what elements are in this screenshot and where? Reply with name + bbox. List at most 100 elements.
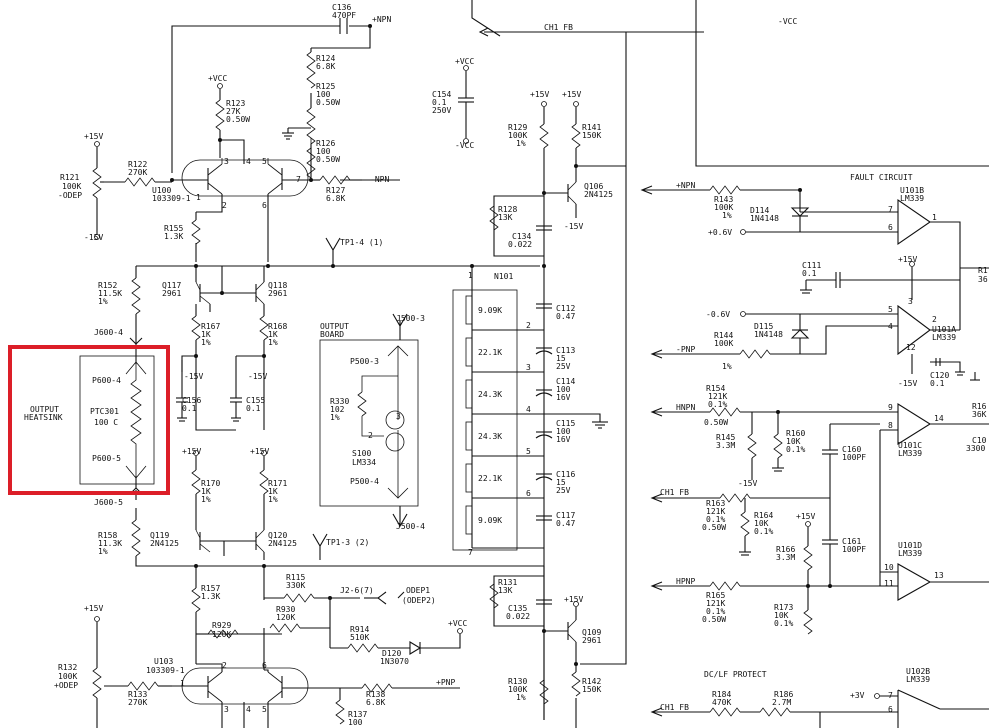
highlight-box [8, 345, 170, 495]
label-d114-val: 1N4148 [750, 214, 779, 223]
labels: C136 470PF +NPN CH1 FB -VCC R124 6.8K +V… [24, 3, 988, 727]
label-npn-mid: -NPN [370, 175, 389, 184]
label-n6: 6 [526, 489, 531, 498]
dclf-protect [650, 689, 989, 728]
label-r131: R131 [498, 578, 517, 587]
label-r930: R930 [276, 605, 295, 614]
label-r166-val: 3.3M [776, 553, 795, 562]
label-q109-val: 2961 [582, 636, 601, 645]
label-c154-vcc: +VCC [455, 57, 474, 66]
label-out-hs1: OUTPUT [30, 405, 59, 414]
label-s100-val: LM334 [352, 458, 376, 467]
label-r143-v1: 100K [714, 203, 733, 212]
label-r168-val2: 1% [268, 338, 278, 347]
label-p15-c: +15V [250, 447, 269, 456]
label-r128: R128 [498, 205, 517, 214]
label-c134: C134 [512, 232, 531, 241]
label-r158: R158 [98, 531, 117, 540]
label-c113-v1: 15 [556, 354, 566, 363]
label-q117: Q117 [162, 281, 181, 290]
label-r115-val: 330K [286, 581, 305, 590]
label-u6b: 6 [888, 705, 893, 714]
label-edge-330: 3300 [966, 444, 985, 453]
label-u9: 9 [888, 403, 893, 412]
label-u12: 12 [906, 343, 916, 352]
label-d115-val: 1N4148 [754, 330, 783, 339]
left-wiring [92, 18, 544, 728]
label-c154-nvcc: -VCC [455, 141, 474, 150]
label-r171: R171 [268, 479, 287, 488]
label-c160-val: 100PF [842, 453, 866, 462]
label-vcc-q: +VCC [208, 74, 227, 83]
label-r171-val2: 1% [268, 495, 278, 504]
label-r141-val: 150K [582, 131, 601, 140]
label-r154: R154 [706, 384, 725, 393]
label-r137-val: 100 [348, 718, 363, 727]
label-odep1: ODEP1 [406, 586, 430, 595]
label-n06v: -0.6V [706, 310, 730, 319]
label-c115-v2: 16V [556, 435, 571, 444]
label-r160-v2: 0.1% [786, 445, 805, 454]
label-n101-r2: 22.1K [478, 348, 502, 357]
label-vcc-d: +VCC [448, 619, 467, 628]
label-q118-val: 2961 [268, 289, 287, 298]
label-r165-v1: 121K [706, 599, 725, 608]
label-r168: R168 [268, 322, 287, 331]
label-u8: 8 [888, 421, 893, 430]
label-u6: 6 [888, 223, 893, 232]
label-odep2: (ODEP2) [402, 596, 436, 605]
label-p15-i: +15V [796, 512, 815, 521]
label-p15-e: +15V [530, 90, 549, 99]
label-r160: R160 [786, 429, 805, 438]
label-u101d-val: LM339 [898, 549, 922, 558]
label-r138: R138 [366, 690, 385, 699]
label-p600-4: P600-4 [92, 376, 121, 385]
label-q117-val: 2961 [162, 289, 181, 298]
label-pin1: 1 [196, 193, 201, 202]
label-r165-v3: 0.50W [702, 615, 726, 624]
label-n15-a: -15V [84, 233, 103, 242]
label-pin7: 7 [296, 175, 301, 184]
label-q120-val: 2N4125 [268, 539, 297, 548]
label-u7b: 7 [888, 691, 893, 700]
label-r154-v1: 121K [708, 392, 727, 401]
label-u101c-val: LM339 [898, 449, 922, 458]
label-fault: FAULT CIRCUIT [850, 173, 913, 182]
label-p15-h: +15V [898, 255, 917, 264]
label-pin6b: 6 [262, 661, 267, 670]
label-r129-val2: 1% [516, 139, 526, 148]
label-pnp-r: -PNP [676, 345, 695, 354]
label-r173: R173 [774, 603, 793, 612]
label-r123: R123 [226, 99, 245, 108]
label-r171-val1: 1K [268, 487, 278, 496]
label-r164: R164 [754, 511, 773, 520]
label-r133-val: 270K [128, 698, 147, 707]
label-n15-c: -15V [248, 372, 267, 381]
label-tp1-3: TP1-3 (2) [326, 538, 369, 547]
label-edge-36k: 36K [972, 410, 987, 419]
label-c116-v2: 25V [556, 486, 571, 495]
label-pin4b: 4 [246, 705, 251, 714]
label-r124: R124 [316, 54, 335, 63]
label-r163-v1: 121K [706, 507, 725, 516]
label-out-board1: OUTPUT [320, 322, 349, 331]
label-d114: D114 [750, 206, 769, 215]
label-r170-val2: 1% [201, 495, 211, 504]
label-r165: R165 [706, 591, 725, 600]
label-c155-val: 0.1 [246, 404, 261, 413]
label-r121: R121 [60, 173, 79, 182]
label-edge-r16: R16 [972, 402, 987, 411]
label-r929-val: 120K [212, 630, 231, 639]
label-r143-v2: 1% [722, 211, 732, 220]
label-r129-val1: 100K [508, 131, 527, 140]
label-ch1fb-top: CH1 FB [544, 23, 573, 32]
label-r165-v2: 0.1% [706, 607, 725, 616]
label-r157: R157 [201, 584, 220, 593]
label-out-board2: BOARD [320, 330, 344, 339]
label-edge-36: 36 [978, 275, 988, 284]
label-r126-val1: 100 [316, 147, 331, 156]
label-ch1fb-bot: CH1 FB [660, 703, 689, 712]
label-r115: R115 [286, 573, 305, 582]
label-c161: C161 [842, 537, 861, 546]
